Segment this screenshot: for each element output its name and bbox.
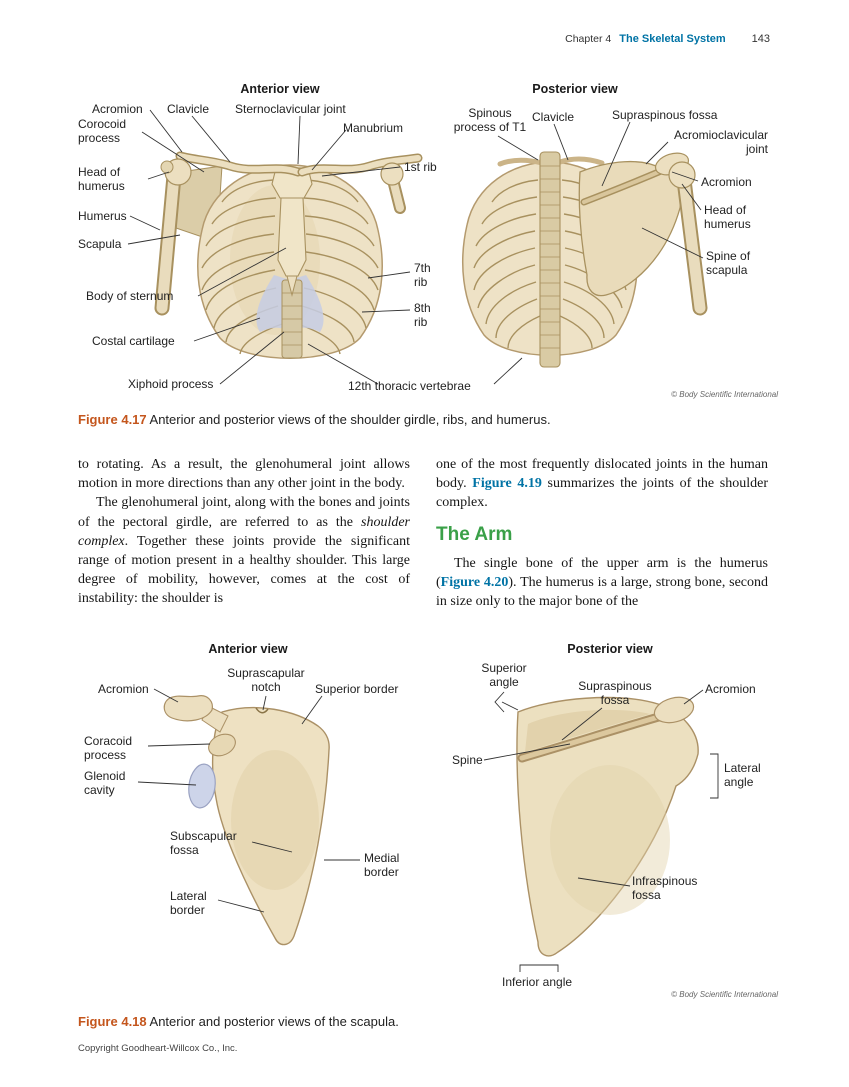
paragraph: one of the most frequently dislocated jo… <box>436 457 769 511</box>
figure-reference: Figure 4.19 <box>472 476 542 492</box>
label-posterior-acromion: Acromion <box>705 682 756 696</box>
anterior-view-title: Anterior view <box>240 82 320 96</box>
page-number: 143 <box>751 33 770 45</box>
label-superior-angle: Superior angle <box>481 661 527 689</box>
label-xiphoid-process: Xiphoid process <box>128 377 214 391</box>
label-8th-rib: 8th rib <box>414 301 431 329</box>
posterior-view-title: Posterior view <box>532 82 618 96</box>
body-text-column-1: to rotating. As a result, the glenohumer… <box>78 455 410 608</box>
anterior-view-title: Anterior view <box>208 642 288 656</box>
label-lateral-border: Lateral border <box>170 889 207 917</box>
label-costal-cartilage: Costal cartilage <box>92 334 175 348</box>
copyright-notice: Copyright Goodheart-Willcox Co., Inc. <box>78 1043 238 1054</box>
label-manubrium: Manubrium <box>343 121 404 135</box>
label-head-of-humerus: Head of humerus <box>78 165 125 193</box>
figure-4-18: Anterior view Posterior view Acromion Su… <box>70 640 780 1008</box>
label-humerus: Humerus <box>78 209 127 223</box>
posterior-skeleton-illustration <box>462 151 708 368</box>
label-glenoid-cavity: Glenoid cavity <box>84 769 126 797</box>
illustration-credit: © Body Scientific International <box>671 990 778 999</box>
label-suprascapular-notch: Suprascapular notch <box>227 666 305 694</box>
scapula-posterior <box>578 152 690 297</box>
figure-4-17-caption: Figure 4.17 Anterior and posterior views… <box>78 412 778 427</box>
italic-term: shoulder complex <box>78 514 410 549</box>
label-infraspinous-fossa: Infraspinous fossa <box>632 874 698 902</box>
section-title: The Skeletal System <box>619 33 726 45</box>
caption-label: Figure 4.17 <box>78 412 147 427</box>
label-coracoid-process: Coracoid process <box>84 734 133 762</box>
label-superior-border: Superior border <box>315 682 399 696</box>
label-acromion: Acromion <box>98 682 149 696</box>
label-medial-border: Medial border <box>364 851 400 879</box>
scapula-anterior-illustration <box>163 695 330 946</box>
illustration-credit: © Body Scientific International <box>671 390 778 399</box>
caption-text: Anterior and posterior views of the shou… <box>146 412 551 427</box>
page-header: Chapter 4 The Skeletal System 143 <box>565 33 770 45</box>
label-posterior-clavicle: Clavicle <box>532 110 575 124</box>
label-1st-rib: 1st rib <box>404 160 437 174</box>
humerus-left <box>154 158 192 316</box>
paragraph: to rotating. As a result, the glenohumer… <box>78 457 410 492</box>
label-acromioclavicular-joint: Acromioclavicular joint <box>673 128 768 156</box>
label-supraspinous-fossa: Supraspinous fossa <box>612 108 718 122</box>
paragraph: The single bone of the upper arm is the … <box>436 555 768 609</box>
label-clavicle: Clavicle <box>167 102 210 116</box>
label-posterior-acromion: Acromion <box>701 175 752 189</box>
caption-text: Anterior and posterior views of the scap… <box>146 1014 399 1029</box>
posterior-view-title: Posterior view <box>567 642 653 656</box>
figure-4-18-illustration <box>137 688 719 972</box>
label-12th-thoracic-vertebrae: 12th thoracic vertebrae <box>348 379 471 393</box>
figure-4-17-illustration <box>127 109 708 385</box>
label-body-of-sternum: Body of sternum <box>86 289 174 303</box>
humeral-head-right <box>380 162 406 214</box>
vertebral-column <box>539 151 561 368</box>
label-sternoclavicular-joint: Sternoclavicular joint <box>235 102 346 116</box>
label-lateral-angle: Lateral angle <box>724 761 761 789</box>
label-supraspinous-fossa: Supraspinous fossa <box>578 679 652 707</box>
label-spine: Spine <box>452 753 483 767</box>
label-spine-of-scapula: Spine of scapula <box>706 249 751 277</box>
label-acromion: Acromion <box>92 102 143 116</box>
figure-reference: Figure 4.20 <box>440 574 509 590</box>
label-inferior-angle: Inferior angle <box>502 975 573 989</box>
section-heading-the-arm: The Arm <box>436 523 513 545</box>
label-corocoid-process: Corocoid process <box>78 117 127 145</box>
body-text-column-2: one of the most frequently dislocated jo… <box>436 455 768 611</box>
clavicles <box>175 151 423 177</box>
label-subscapular-fossa: Subscapular fossa <box>170 829 237 857</box>
humerus-right <box>668 161 708 316</box>
label-spinous-process-t1: Spinous process of T1 <box>453 106 527 134</box>
paragraph: The glenohumeral joint, along with the b… <box>78 495 410 607</box>
anterior-skeleton-illustration <box>154 151 423 359</box>
chapter-label: Chapter 4 <box>565 33 612 45</box>
figure-4-18-caption: Figure 4.18 Anterior and posterior views… <box>78 1014 778 1029</box>
scapula-posterior-illustration <box>516 696 699 957</box>
leader-lines <box>137 688 719 972</box>
figure-4-17: Anterior view Posterior view Acromion Cl… <box>70 80 780 410</box>
label-scapula: Scapula <box>78 237 122 251</box>
leader-lines <box>127 109 704 385</box>
glenoid-cavity-shape <box>188 763 216 809</box>
label-7th-rib: 7th rib <box>414 261 431 289</box>
caption-label: Figure 4.18 <box>78 1014 147 1029</box>
label-posterior-head-of-humerus: Head of humerus <box>704 203 751 231</box>
